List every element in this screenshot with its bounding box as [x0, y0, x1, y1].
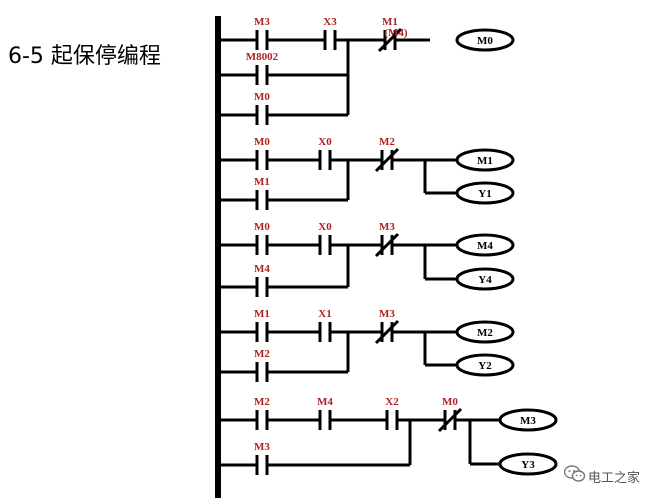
coil-ellipse	[455, 353, 515, 377]
coil-label: Y4	[478, 274, 492, 286]
contact-nc-slash	[377, 27, 403, 53]
contact-nc: M1(M4)	[377, 16, 408, 53]
contact-no: M4	[254, 263, 270, 297]
coil-label: M0	[477, 35, 493, 47]
contact-nc-slash	[437, 407, 463, 433]
contact-nc-slash	[374, 319, 400, 345]
page-title: 6-5 起保停编程	[8, 44, 161, 69]
contact-label: X0	[318, 221, 332, 233]
contact-no: X2	[385, 396, 399, 430]
contact-sublabel: (M4)	[384, 27, 408, 39]
contact-label: M1	[254, 176, 270, 188]
contact-label: M3	[254, 16, 270, 28]
wechat-icon	[564, 465, 586, 482]
contact-nc: M2	[374, 136, 400, 173]
contact-no: M0	[254, 136, 270, 170]
contact-label: X2	[385, 396, 399, 408]
contact-no: M0	[254, 91, 270, 125]
output-coil: Y3	[498, 452, 558, 476]
contact-label: M4	[317, 396, 333, 408]
output-coil: M0	[455, 28, 515, 52]
coil-ellipse	[455, 28, 515, 52]
contact-no: M1	[254, 308, 270, 342]
contact-label: M3	[379, 221, 395, 233]
output-coil: M1	[455, 148, 515, 172]
coil-label: M4	[477, 240, 493, 252]
contact-nc: M0	[437, 396, 463, 433]
coil-ellipse	[498, 408, 558, 432]
output-coil: Y4	[455, 267, 515, 291]
contact-label: M0	[254, 136, 270, 148]
contact-label: X3	[323, 16, 337, 28]
contact-label: M1	[254, 308, 270, 320]
contact-no: M0	[254, 221, 270, 255]
contact-label: M2	[379, 136, 395, 148]
contact-nc-slash	[374, 232, 400, 258]
output-coil: Y1	[455, 181, 515, 205]
contact-nc-slash	[374, 147, 400, 173]
contact-label: X1	[318, 308, 331, 320]
output-coil: M3	[498, 408, 558, 432]
contact-no: X0	[318, 221, 332, 255]
contact-label: M1	[382, 16, 398, 28]
coil-label: M2	[477, 327, 493, 339]
coil-ellipse	[455, 320, 515, 344]
contact-label: M0	[254, 91, 270, 103]
contact-label: M8002	[246, 51, 279, 63]
watermark-text: 电工之家	[588, 471, 641, 486]
coil-label: M1	[477, 155, 493, 167]
contact-no: X1	[318, 308, 332, 342]
contact-label: M0	[254, 221, 270, 233]
contact-no: M2	[254, 348, 270, 382]
contact-no: M3	[254, 441, 270, 475]
contact-label: X0	[318, 136, 332, 148]
coil-ellipse	[455, 267, 515, 291]
coil-label: Y1	[478, 188, 491, 200]
contact-no: M3	[254, 16, 270, 50]
contact-label: M2	[254, 348, 270, 360]
contact-no: X0	[318, 136, 332, 170]
coil-ellipse	[455, 233, 515, 257]
contact-no: M8002	[246, 51, 279, 85]
contact-no: M2	[254, 396, 270, 430]
contact-no: M1	[254, 176, 270, 210]
contact-label: M2	[254, 396, 270, 408]
coil-label: M3	[520, 415, 536, 427]
contact-label: M3	[254, 441, 270, 453]
coil-label: Y3	[521, 459, 535, 471]
contact-nc: M3	[374, 221, 400, 258]
contact-label: M0	[442, 396, 458, 408]
output-coil: M4	[455, 233, 515, 257]
contact-no: M4	[317, 396, 333, 430]
coil-ellipse	[498, 452, 558, 476]
output-coil: M2	[455, 320, 515, 344]
contact-nc: M3	[374, 308, 400, 345]
contact-label: M4	[254, 263, 270, 275]
coil-label: Y2	[478, 360, 492, 372]
contact-no: X3	[323, 16, 337, 50]
coil-ellipse	[455, 148, 515, 172]
output-coil: Y2	[455, 353, 515, 377]
contact-label: M3	[379, 308, 395, 320]
coil-ellipse	[455, 181, 515, 205]
